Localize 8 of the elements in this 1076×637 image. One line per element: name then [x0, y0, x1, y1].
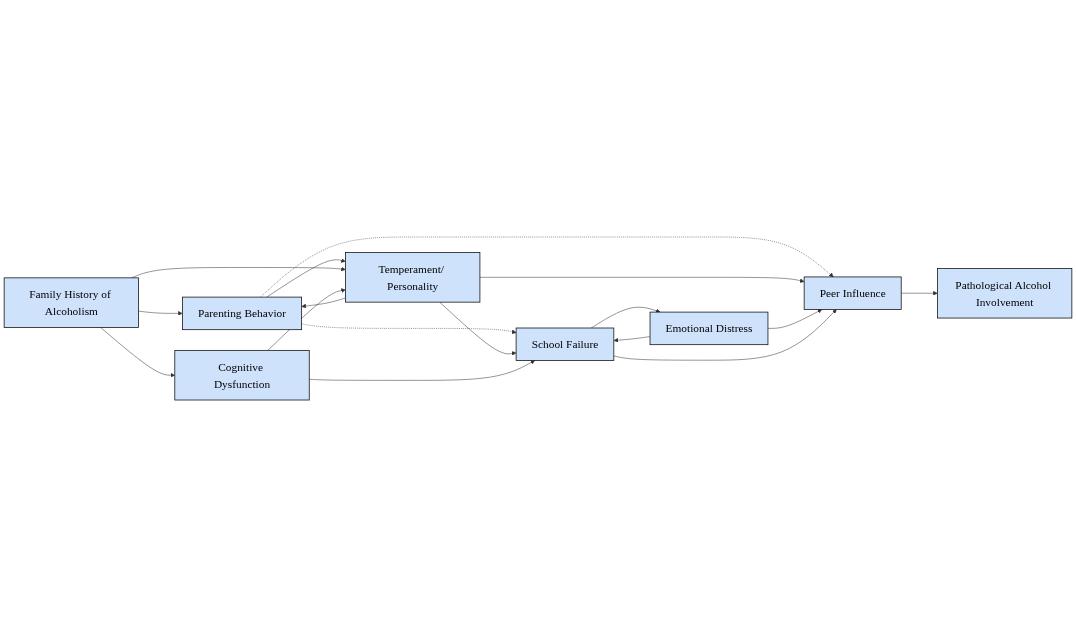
node-box: Temperament/ Personality [345, 252, 481, 303]
node-box: Emotional Distress [649, 311, 769, 346]
node-box: Pathological Alcohol Involvement [937, 268, 1073, 319]
node-box: School Failure [515, 327, 615, 361]
node-box: Peer Influence [803, 276, 902, 310]
node-box: Parenting Behavior [182, 296, 302, 331]
node-box: Family History of Alcoholism [3, 277, 139, 328]
node-box: Cognitive Dysfunction [174, 350, 310, 401]
